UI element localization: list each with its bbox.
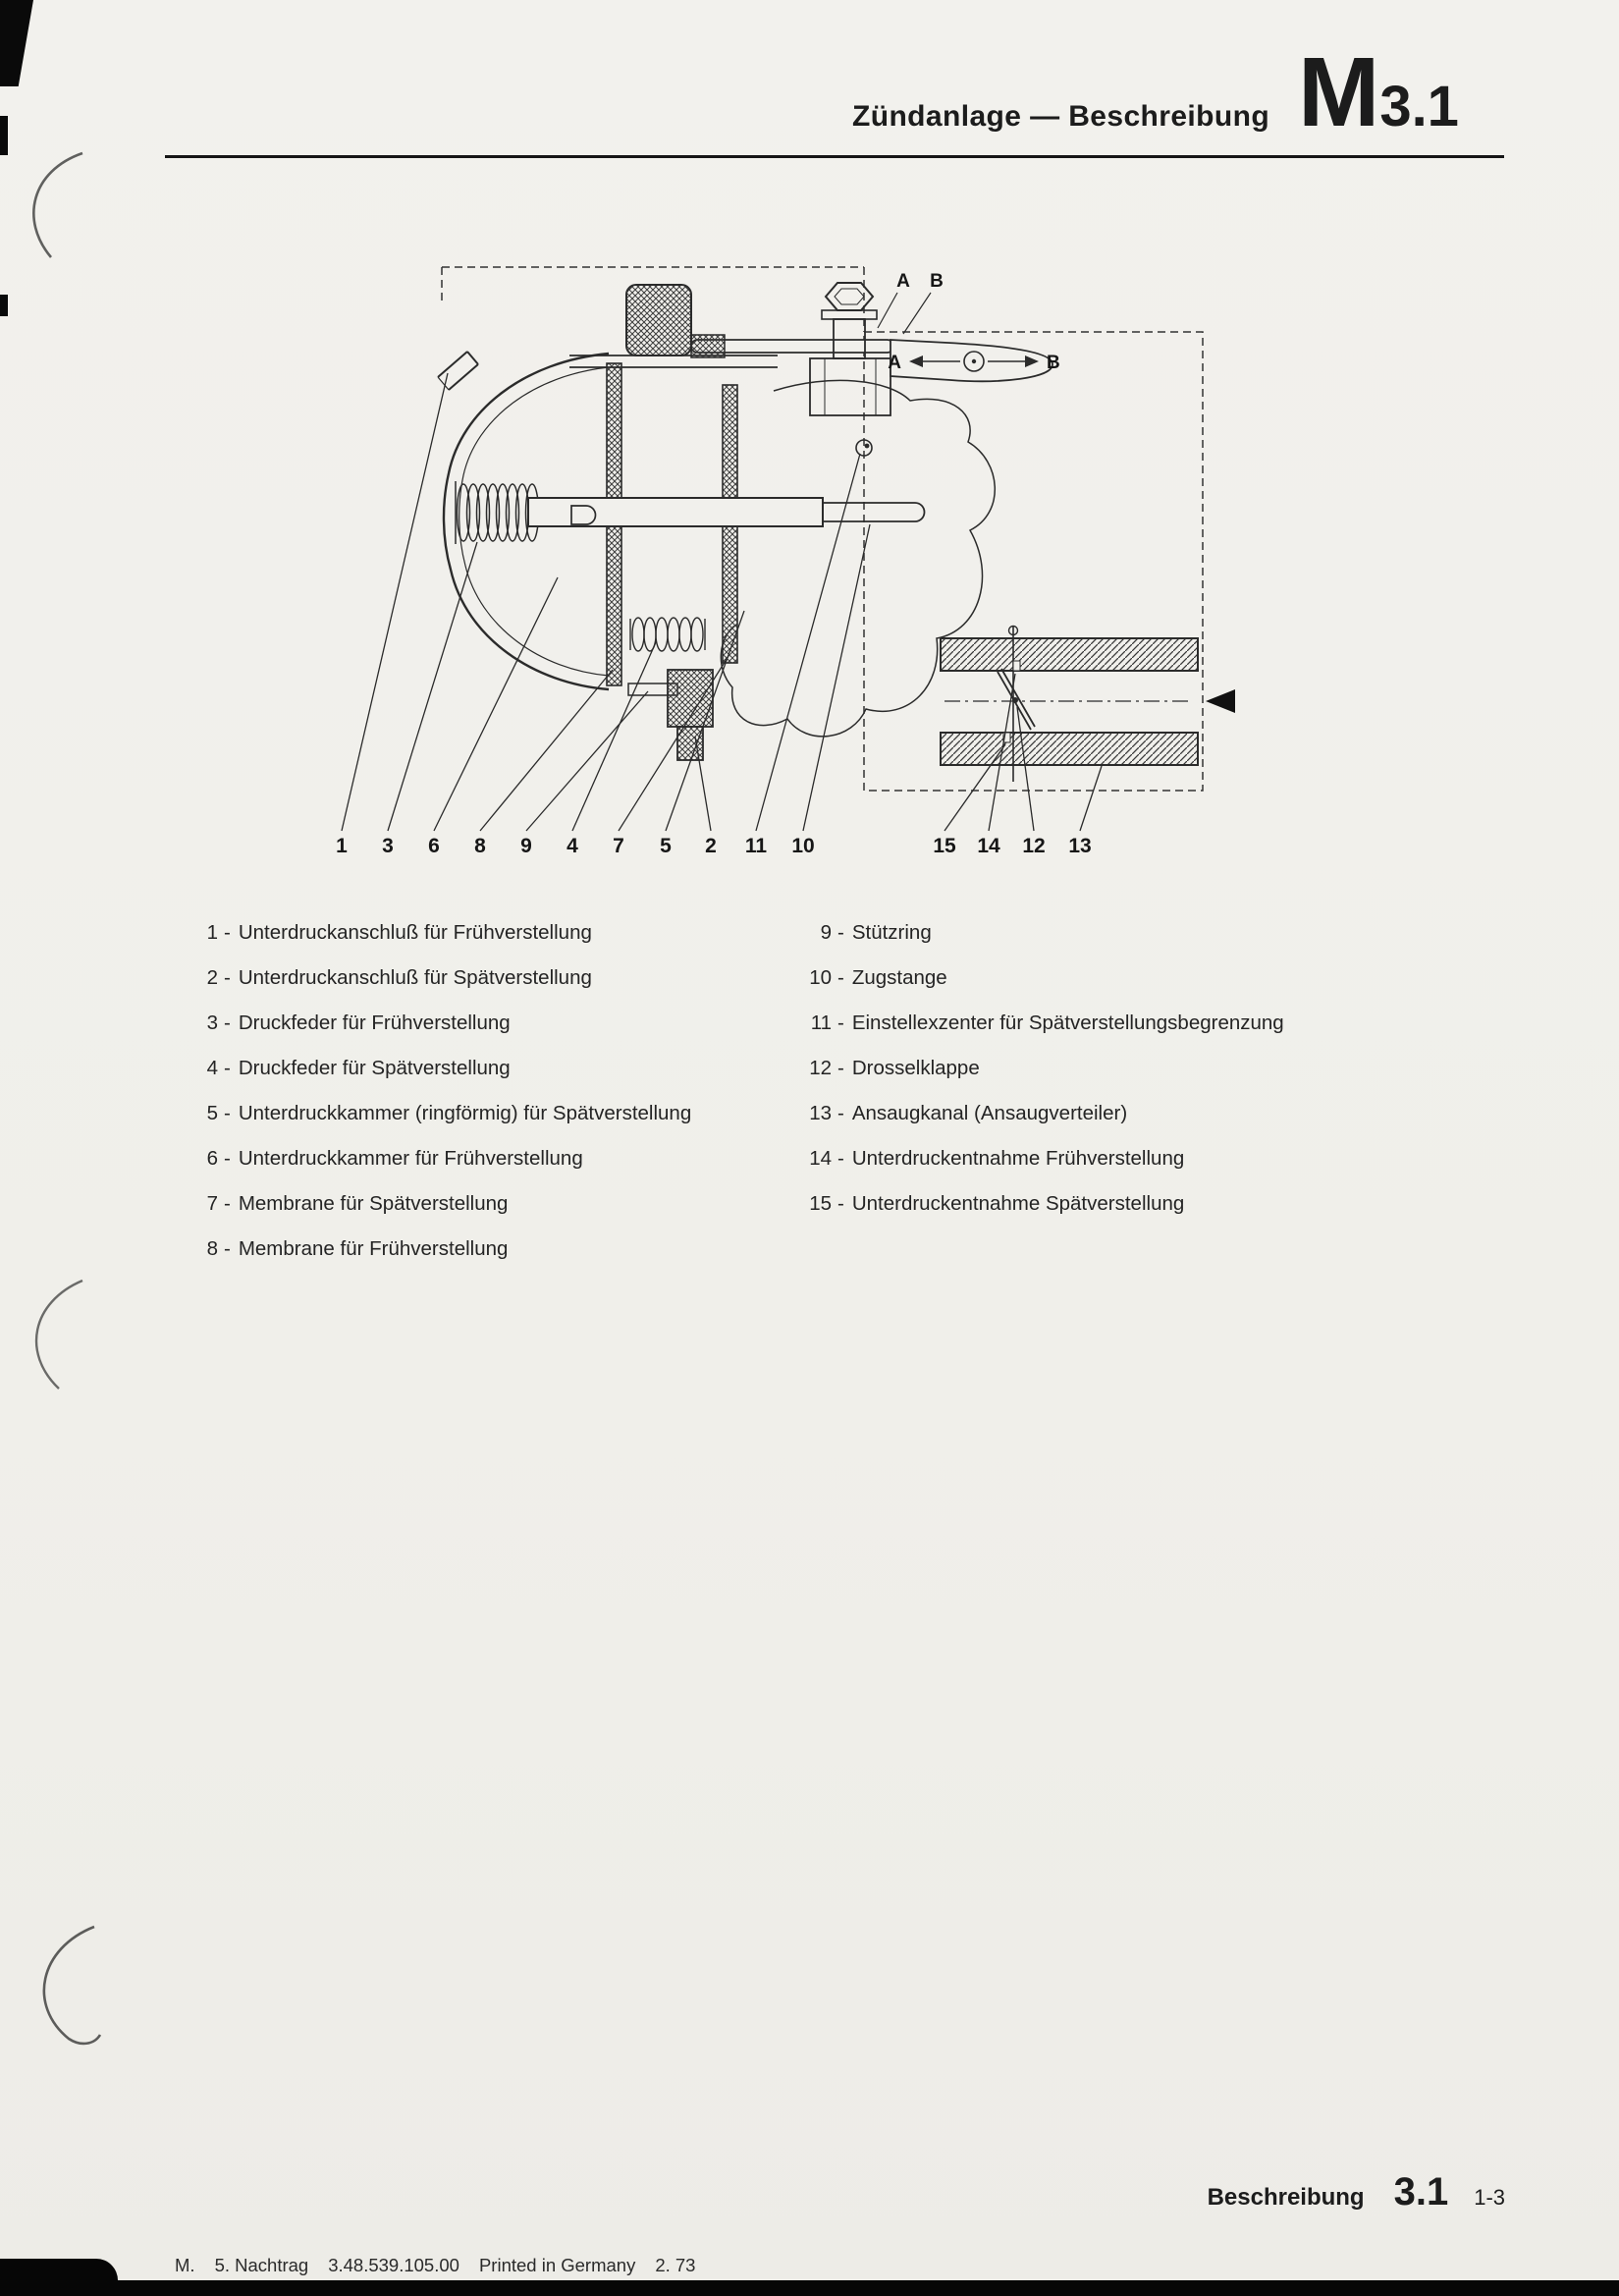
scan-artifact-corner: [0, 0, 33, 86]
callout-number: 14: [977, 835, 1000, 857]
section-tab-letter: M: [1298, 37, 1379, 147]
zugstange: [823, 502, 926, 522]
legend-item: 4-Druckfeder für Spätverstellung: [206, 1057, 511, 1079]
callout-number: 8: [474, 835, 486, 857]
section-footer-number: 3.1: [1393, 2170, 1449, 2214]
callout-numbers: 1 3 6 8 9 4 7 5 2 11 10 15 14 12 13: [336, 835, 1092, 857]
spring-spaetverstellung: [629, 617, 706, 652]
binder-arc: [34, 1279, 83, 1390]
legend-item: 14-Unterdruckentnahme Frühverstellung: [809, 1147, 1185, 1170]
arrow-b-icon: [1025, 355, 1039, 367]
callout-number: 13: [1068, 835, 1091, 857]
vacuum-advance-diagram: A B A B: [336, 266, 1235, 857]
vacuum-port-icon: [437, 351, 479, 391]
section-tab-number: 3.1: [1379, 75, 1459, 138]
binder-arc: [32, 151, 83, 258]
legend-item: 10-Zugstange: [809, 966, 947, 989]
legend-item: 8-Membrane für Frühverstellung: [206, 1237, 509, 1260]
callout-number: 15: [933, 835, 956, 857]
legend-item: 2-Unterdruckanschluß für Spätverstellung: [206, 966, 592, 989]
legend-left-column: 1-Unterdruckanschluß für Frühverstellung…: [187, 921, 815, 1283]
legend-item: 9-Stützring: [820, 921, 932, 944]
callout-number: 5: [660, 835, 672, 857]
page-title: Zündanlage — Beschreibung: [852, 100, 1270, 133]
callout-number: 10: [791, 835, 814, 857]
page-number: 1-3: [1474, 2185, 1505, 2210]
section-footer-label: Beschreibung: [1207, 2184, 1365, 2211]
dashed-outline: [441, 266, 1204, 792]
vacuum-unit: [437, 284, 894, 761]
mounting-bracket: [809, 282, 891, 416]
callout-number: 11: [745, 835, 768, 857]
flow-arrow-icon: [1206, 689, 1235, 713]
d-slot: [570, 505, 597, 525]
legend-item: 11-Einstellexzenter für Spätverstellungs…: [810, 1011, 1284, 1034]
legend-right-column: 9-Stützring 10-Zugstange 11-Einstellexze…: [800, 921, 1429, 1237]
lever-arm: [890, 339, 1053, 383]
legend-item: 12-Drosselklappe: [809, 1057, 980, 1079]
section-cut-labels: [877, 292, 932, 335]
throttle-body: [940, 625, 1235, 782]
callout-leaders: [341, 372, 1103, 832]
binder-arc: [42, 1925, 102, 2046]
callout-number: 4: [567, 835, 578, 857]
legend-item: 13-Ansaugkanal (Ansaugverteiler): [809, 1102, 1128, 1124]
scan-artifact-bar: [0, 2280, 1619, 2296]
legend-item: 1-Unterdruckanschluß für Frühverstellung: [206, 921, 592, 944]
spring-fruehverstellung: [455, 481, 540, 544]
callout-number: 7: [613, 835, 624, 857]
einstellexzenter: [855, 439, 873, 457]
scan-artifact-edge: [0, 116, 8, 155]
header-rule: [165, 155, 1504, 158]
legend-item: 5-Unterdruckkammer (ringförmig) für Spät…: [206, 1102, 692, 1124]
label-b: B: [1047, 353, 1060, 373]
manifold-outline: [720, 379, 996, 738]
label-a-top: A: [896, 271, 910, 292]
scan-artifact-edge: [0, 295, 8, 316]
callout-number: 3: [382, 835, 394, 857]
callout-number: 1: [336, 835, 348, 857]
callout-number: 2: [705, 835, 717, 857]
legend-item: 3-Druckfeder für Frühverstellung: [206, 1011, 511, 1034]
legend-item: 6-Unterdruckkammer für Frühverstellung: [206, 1147, 583, 1170]
arrow-a-icon: [909, 355, 923, 367]
legend-item: 7-Membrane für Spätverstellung: [206, 1192, 509, 1215]
section-footer: Beschreibung 3.1 1-3: [1208, 2170, 1505, 2214]
shaft: [527, 497, 824, 527]
label-a: A: [888, 353, 901, 373]
callout-number: 6: [428, 835, 440, 857]
legend-item: 15-Unterdruckentnahme Spätverstellung: [809, 1192, 1185, 1215]
top-cap: [625, 284, 692, 356]
label-b-top: B: [930, 271, 944, 292]
section-tab: M 3.1: [1298, 37, 1459, 147]
callout-number: 12: [1022, 835, 1045, 857]
callout-number: 9: [520, 835, 532, 857]
